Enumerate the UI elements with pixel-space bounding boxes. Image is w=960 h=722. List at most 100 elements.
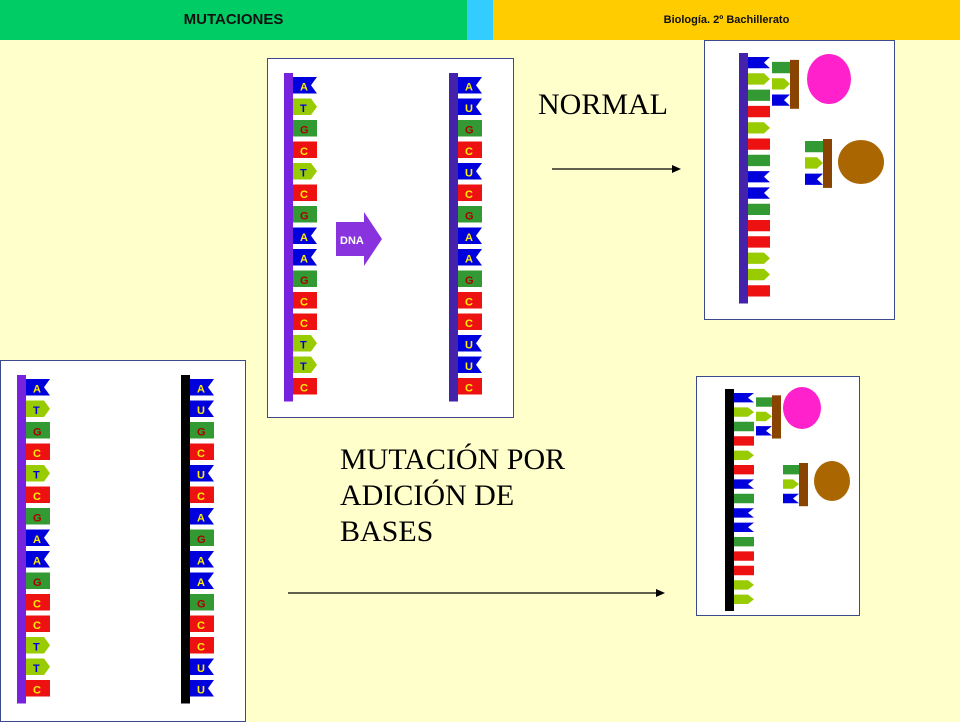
normal-strand-base-A <box>748 57 770 69</box>
mutation-dna-base-label: C <box>33 620 41 632</box>
dna-transcription-arrow: DNA <box>336 212 382 266</box>
normal-dna-base-G <box>293 270 317 287</box>
normal-rna-base-C <box>458 292 482 309</box>
normal-rna-base-label: C <box>465 383 473 395</box>
mutation-dna-base-G <box>26 572 50 589</box>
normal-trna1-stem <box>790 59 799 109</box>
normal-translation-panel <box>704 40 895 320</box>
mutation-amino-acid-1 <box>783 387 821 429</box>
normal-rna-base-label: A <box>465 232 473 244</box>
mutation-dna-backbone <box>17 375 26 704</box>
mutation-rna-base-label: A <box>197 556 205 568</box>
mutation-rna-base-label: C <box>197 491 205 503</box>
mutation-strand-base-C <box>734 551 754 561</box>
normal-rna-base-C <box>458 378 482 395</box>
mutation-rna-base-label: G <box>197 599 206 611</box>
normal-rna-base-label: U <box>465 168 473 180</box>
mutation-dna-base-G <box>26 422 50 439</box>
mutation-rna-base-label: A <box>197 513 205 525</box>
mutation-rna-base-label: U <box>197 663 205 675</box>
normal-rna-base-U <box>458 356 482 373</box>
normal-rna-backbone <box>449 73 458 402</box>
mutation-strand-base-T <box>734 594 754 604</box>
normal-trna1-base <box>772 61 790 74</box>
header-left-band <box>0 0 467 40</box>
mutation-trna2-stem <box>799 463 808 507</box>
page-title: MUTACIONES <box>183 11 284 28</box>
mutation-dna-base-C <box>26 615 50 632</box>
mutation-rna-base-U <box>190 400 214 417</box>
mutation-arrow <box>288 589 665 597</box>
normal-rna-base-G <box>458 206 482 223</box>
mutation-dna-base-G <box>26 508 50 525</box>
normal-dna-base-T <box>293 335 317 352</box>
normal-arrow <box>552 165 681 173</box>
normal-dna-base-T <box>293 163 317 180</box>
normal-dna-base-label: C <box>300 146 308 158</box>
mutation-label-line-1: MUTACIÓN POR <box>340 443 566 476</box>
normal-strand-base-T <box>748 73 770 85</box>
mutation-strand-base-G <box>734 493 754 504</box>
mutation-dna-base-T <box>26 658 50 675</box>
mutation-dna-base-C <box>26 594 50 611</box>
normal-dna-base-label: A <box>300 254 308 266</box>
normal-dna-base-label: G <box>300 125 309 137</box>
normal-dna-base-label: C <box>300 189 308 201</box>
normal-dna-base-C <box>293 378 317 395</box>
normal-dna-base-label: A <box>300 82 308 94</box>
normal-rna-base-label: G <box>465 125 474 137</box>
mutation-rna-base-G <box>190 422 214 439</box>
header-right-band <box>493 0 960 40</box>
mutation-label-line-2: ADICIÓN DE <box>340 479 515 512</box>
mutation-trna1-stem <box>772 395 781 439</box>
mutation-strand-backbone <box>725 389 734 611</box>
normal-label: NORMAL <box>538 88 669 121</box>
mutation-dna-base-label: A <box>33 384 41 396</box>
normal-rna-base-label: A <box>465 254 473 266</box>
mutation-dna-base-label: T <box>33 663 40 675</box>
mutation-dna-base-A <box>26 551 50 568</box>
mutation-trna1-base <box>756 426 772 436</box>
mutation-dna-base-C <box>26 486 50 503</box>
mutation-strand-base-T <box>734 450 754 460</box>
mutation-dna-base-label: T <box>33 470 40 482</box>
mutation-dna-base-T <box>26 637 50 654</box>
mutation-rna-base-label: C <box>197 642 205 654</box>
normal-trna2-base <box>805 173 823 185</box>
mutation-dna-base-A <box>26 379 50 396</box>
normal-trna1-base <box>772 78 790 90</box>
mutation-trna2-base <box>783 479 799 489</box>
normal-dna-base-G <box>293 206 317 223</box>
normal-rna-base-label: C <box>465 189 473 201</box>
normal-strand-base-G <box>748 203 770 215</box>
mutation-translation-panel <box>696 376 860 616</box>
normal-rna-base-label: U <box>465 361 473 373</box>
mutation-dna-base-T <box>26 465 50 482</box>
header-accent-band <box>467 0 493 40</box>
normal-dna-base-label: T <box>300 168 307 180</box>
mutation-amino-acid-2 <box>814 461 850 501</box>
normal-dna-base-A <box>293 249 317 266</box>
mutation-rna-base-label: C <box>197 448 205 460</box>
normal-rna-base-label: C <box>465 297 473 309</box>
normal-dna-base-label: T <box>300 340 307 352</box>
mutation-dna-base-label: G <box>33 427 42 439</box>
mutation-rna-base-U <box>190 658 214 675</box>
normal-dna-base-G <box>293 120 317 137</box>
mutation-dna-base-label: G <box>33 577 42 589</box>
mutation-rna-base-A <box>190 508 214 525</box>
normal-strand-base-C <box>748 138 770 150</box>
normal-rna-base-label: G <box>465 211 474 223</box>
mutation-dna-base-C <box>26 443 50 460</box>
mutation-rna-base-U <box>190 465 214 482</box>
mutation-dna-base-label: C <box>33 491 41 503</box>
mutation-strand-base-T <box>734 407 754 417</box>
normal-rna-base-A <box>458 77 482 94</box>
page-subtitle: Biología. 2º Bachillerato <box>663 14 790 26</box>
normal-strand-base-C <box>748 220 770 232</box>
mutation-strand-base-A <box>734 508 754 518</box>
mutation-strand-base-A <box>734 522 754 532</box>
